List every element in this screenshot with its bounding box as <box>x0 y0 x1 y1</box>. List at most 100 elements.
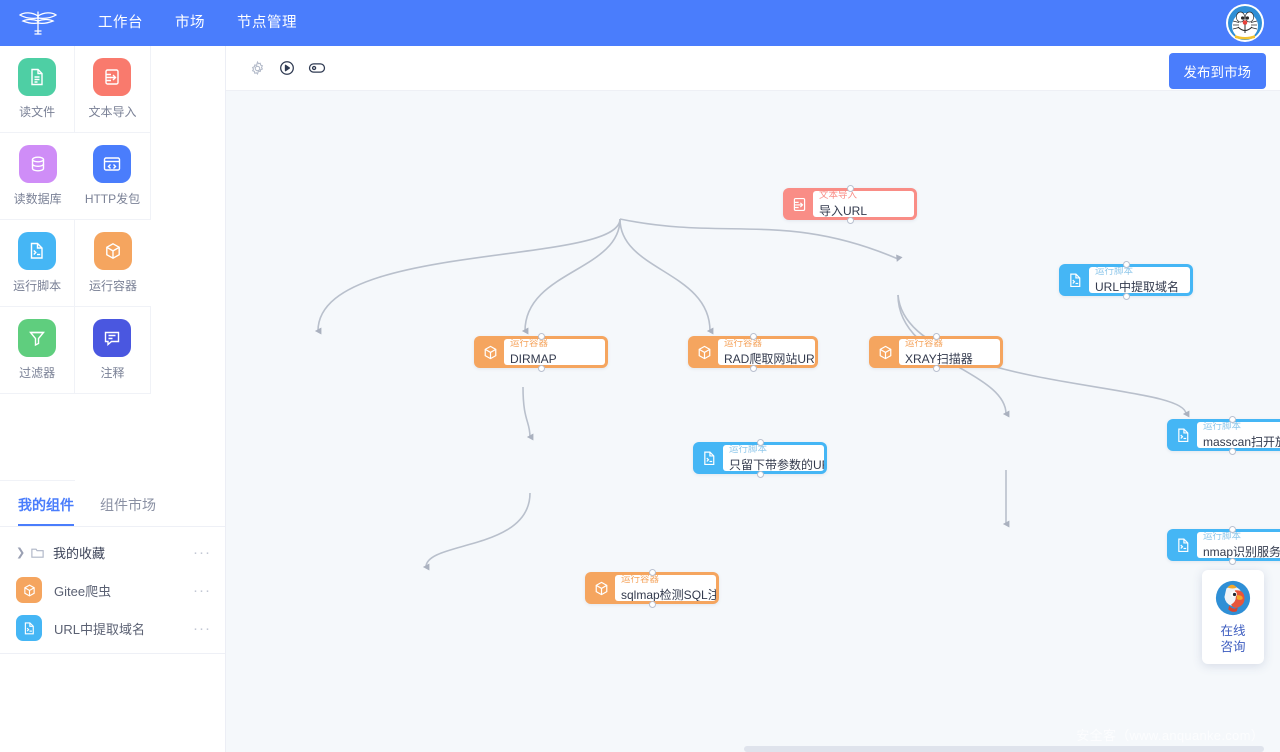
node-port-bottom[interactable] <box>847 217 854 224</box>
online-consult-widget[interactable]: 在线 咨询 <box>1202 570 1264 664</box>
nav-link-workbench[interactable]: 工作台 <box>98 0 143 46</box>
flow-node-dirmap[interactable]: 运行容器 DIRMAP <box>474 336 608 368</box>
palette-item-run-container[interactable]: 运行容器 <box>75 220 150 307</box>
flow-node-keep-param-urls[interactable]: 运行脚本 只留下带参数的URL <box>693 442 827 474</box>
node-port-top[interactable] <box>933 333 940 340</box>
flow-node-sqlmap-injection[interactable]: 运行容器 sqlmap检测SQL注入 <box>585 572 719 604</box>
node-name: URL中提取域名 <box>1095 280 1184 293</box>
run-script-icon <box>1170 532 1197 558</box>
tab-my-components[interactable]: 我的组件 <box>18 495 74 526</box>
run-container-icon <box>16 577 42 603</box>
run-container-icon <box>872 339 899 365</box>
flow-node-rad-crawler[interactable]: 运行容器 RAD爬取网站URL <box>688 336 818 368</box>
flow-node-import-url[interactable]: 文本导入 导入URL <box>783 188 917 220</box>
palette-label: 运行容器 <box>89 277 137 294</box>
more-options-icon[interactable]: ··· <box>193 620 211 637</box>
palette-item-filter[interactable]: 过滤器 <box>0 307 75 394</box>
palette-label: 过滤器 <box>19 364 55 381</box>
app-logo[interactable] <box>0 8 76 38</box>
list-item-gitee-crawler[interactable]: Gitee爬虫 ··· <box>0 571 225 609</box>
node-port-bottom[interactable] <box>757 471 764 478</box>
horizontal-scrollbar[interactable] <box>226 746 1280 752</box>
node-category: 运行脚本 <box>1095 267 1184 278</box>
chevron-right-icon[interactable]: ❯ <box>16 546 30 559</box>
node-port-bottom[interactable] <box>538 365 545 372</box>
node-port-top[interactable] <box>538 333 545 340</box>
node-port-top[interactable] <box>649 569 656 576</box>
toggle-button[interactable] <box>302 53 332 83</box>
node-port-top[interactable] <box>1229 416 1236 423</box>
list-item-url-extract-domain[interactable]: URL中提取域名 ··· <box>0 609 225 647</box>
avatar[interactable] <box>1226 4 1264 42</box>
database-icon <box>19 145 57 183</box>
node-port-bottom[interactable] <box>1123 293 1130 300</box>
list-divider <box>0 653 225 654</box>
node-port-bottom[interactable] <box>1229 558 1236 565</box>
left-sidebar: 读文件 文本导入 <box>0 46 226 752</box>
node-body: 运行容器 sqlmap检测SQL注入 <box>615 575 716 601</box>
node-port-bottom[interactable] <box>1229 448 1236 455</box>
play-circle-icon <box>278 59 296 77</box>
node-body: 运行容器 DIRMAP <box>504 339 605 365</box>
palette-item-http-packet[interactable]: HTTP发包 <box>75 133 150 220</box>
flow-node-url-extract-domain[interactable]: 运行脚本 URL中提取域名 <box>1059 264 1193 296</box>
node-body: 文本导入 导入URL <box>813 191 914 217</box>
nav-link-node-management[interactable]: 节点管理 <box>237 0 297 46</box>
run-container-icon <box>477 339 504 365</box>
flow-node-masscan-ports[interactable]: 运行脚本 masscan扫开放端口 <box>1167 419 1280 451</box>
settings-button[interactable] <box>242 53 272 83</box>
node-port-top[interactable] <box>757 439 764 446</box>
node-name: sqlmap检测SQL注入 <box>621 588 710 601</box>
node-port-top[interactable] <box>750 333 757 340</box>
node-category: 运行脚本 <box>729 445 818 456</box>
run-container-icon <box>94 232 132 270</box>
more-options-icon[interactable]: ··· <box>193 544 211 561</box>
node-name: 只留下带参数的URL <box>729 458 818 471</box>
file-read-icon <box>18 58 56 96</box>
node-name: nmap识别服务 <box>1203 545 1280 558</box>
palette-label: 读文件 <box>19 103 55 120</box>
palette-item-read-file[interactable]: 读文件 <box>0 46 75 133</box>
node-port-top[interactable] <box>847 185 854 192</box>
filter-icon <box>18 319 56 357</box>
publish-to-market-button[interactable]: 发布到市场 <box>1169 53 1267 89</box>
component-palette: 读文件 文本导入 <box>0 46 225 481</box>
node-port-top[interactable] <box>1229 526 1236 533</box>
palette-label: 读数据库 <box>14 190 62 207</box>
flow-node-nmap-service[interactable]: 运行脚本 nmap识别服务 <box>1167 529 1280 561</box>
palette-item-read-database[interactable]: 读数据库 <box>0 133 75 220</box>
node-category: 运行脚本 <box>1203 422 1280 433</box>
palette-item-comment[interactable]: 注释 <box>75 307 150 394</box>
more-options-icon[interactable]: ··· <box>193 582 211 599</box>
nav-link-market[interactable]: 市场 <box>175 0 205 46</box>
node-name: DIRMAP <box>510 352 599 365</box>
palette-item-run-script[interactable]: 运行脚本 <box>0 220 75 307</box>
dragonfly-logo-icon <box>18 8 58 38</box>
run-script-icon <box>1062 267 1089 293</box>
node-category: 运行容器 <box>905 339 994 350</box>
folder-icon <box>30 545 45 560</box>
node-name: masscan扫开放端口 <box>1203 435 1280 448</box>
node-body: 运行容器 RAD爬取网站URL <box>718 339 815 365</box>
node-port-bottom[interactable] <box>933 365 940 372</box>
palette-label: 运行脚本 <box>13 277 61 294</box>
node-port-bottom[interactable] <box>750 365 757 372</box>
node-body: 运行脚本 nmap识别服务 <box>1197 532 1280 558</box>
node-port-top[interactable] <box>1123 261 1130 268</box>
list-item-my-favorites[interactable]: ❯ 我的收藏 ··· <box>0 533 225 571</box>
main-area: 发布到市场 <box>226 46 1280 752</box>
node-category: 文本导入 <box>819 191 908 202</box>
node-name: 导入URL <box>819 204 908 217</box>
tab-component-market[interactable]: 组件市场 <box>100 495 156 526</box>
sidebar-component-list: ❯ 我的收藏 ··· Gitee爬虫 ··· <box>0 527 225 654</box>
palette-empty-cell <box>0 394 75 481</box>
node-port-bottom[interactable] <box>649 601 656 608</box>
palette-label: 注释 <box>100 364 124 381</box>
flow-node-xray-scanner[interactable]: 运行容器 XRAY扫描器 <box>869 336 1003 368</box>
run-button[interactable] <box>272 53 302 83</box>
workflow-canvas[interactable]: 文本导入 导入URL 运行脚本 URL中提取域名 <box>226 91 1280 752</box>
palette-item-text-import[interactable]: 文本导入 <box>75 46 150 133</box>
doraemon-avatar-icon <box>1227 5 1263 41</box>
canvas-toolbar: 发布到市场 <box>226 46 1280 91</box>
list-item-label: URL中提取域名 <box>54 619 193 638</box>
